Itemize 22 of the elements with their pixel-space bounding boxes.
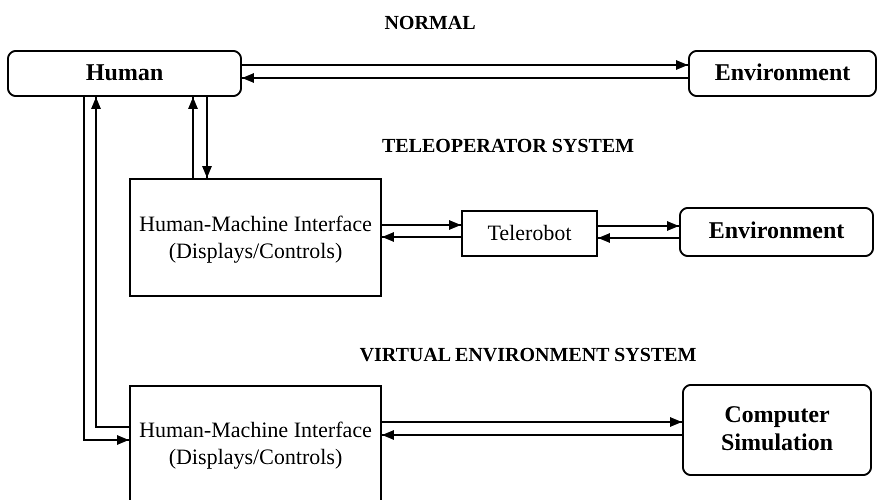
arrow [598,221,679,231]
arrow [83,97,129,445]
arrow [598,233,679,243]
arrow [382,430,682,440]
arrow [202,97,212,178]
process-box: Human-Machine Interface (Displays/Controls) [129,178,382,297]
section-heading: VIRTUAL ENVIRONMENT SYSTEM [360,344,696,367]
section-heading: NORMAL [384,12,476,35]
section-heading: TELEOPERATOR SYSTEM [382,135,634,158]
arrow [242,73,688,83]
process-box: Computer Simulation [682,384,872,476]
arrow [382,220,461,230]
arrow [188,97,198,178]
arrow [242,60,688,70]
process-box: Human-Machine Interface (Displays/Controls) [129,385,382,500]
arrow [382,232,461,242]
process-box: Human [7,50,242,97]
arrow [91,97,129,428]
arrow [382,417,682,427]
process-box: Environment [679,207,874,257]
process-box: Environment [688,50,877,97]
process-box: Telerobot [461,210,598,257]
